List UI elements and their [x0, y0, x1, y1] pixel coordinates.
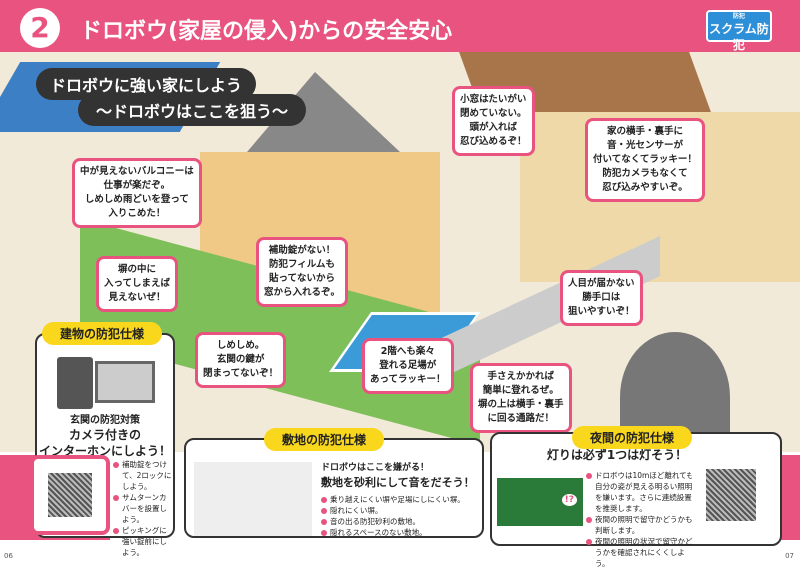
speech-bubble: しめしめ。 玄関の鍵が 閉まってないぞ！: [195, 332, 287, 388]
speech-bubble: 補助錠がない！ 防犯フィルムも 貼ってないから 窓から入れるぞ。: [256, 237, 349, 307]
speech-bubble: 2階へも楽々 登れる足場が あってラッキー！: [362, 338, 454, 394]
section-number: 2: [20, 8, 60, 48]
page-number-right: 07: [785, 552, 794, 560]
building-sub: 玄関の防犯対策: [70, 415, 140, 426]
intercom-icon: [57, 357, 93, 409]
site-tag: 敷地の防犯仕様: [264, 428, 385, 451]
qr-code[interactable]: [692, 455, 770, 535]
monitor-icon: [95, 361, 155, 403]
page-title: ドロボウ(家屋の侵入)からの安全安心: [80, 19, 453, 44]
night-tag: 夜間の防犯仕様: [572, 426, 693, 449]
night-illustration: !?: [497, 478, 583, 526]
speech-bubble: 小窓はたいがい 閉めていない。 頭が入れば 忍び込めるぞ！: [452, 86, 535, 156]
speech-bubble: 塀の中に 入ってしまえば 見えないぜ！: [96, 256, 179, 312]
speech-bubble: 手さえかかれば 簡単に登れるぜ。 塀の上は横手・裏手 に回る通路だ！: [470, 363, 572, 433]
speech-bubble: 人目が届かない 勝手口は 狙いやすいぞ！: [560, 270, 643, 326]
site-security-panel: ドロボウはここを嫌がる！ 敷地を砂利にして音をだそう！ 乗り越えにくい塀や足場に…: [184, 438, 484, 538]
building-headline: カメラ付きの インターホンにしよう！: [38, 428, 171, 458]
speech-bubble: 家の横手・裏手に 音・光センサーが 付いてなくてラッキー！ 防犯カメラもなくて …: [585, 118, 705, 202]
scrum-bouhan-logo: 防犯スクラム防犯: [706, 10, 772, 52]
page-number-left: 06: [4, 552, 13, 560]
speech-bubble: 中が見えないバルコニーは 仕事が楽だぞ。 しめしめ雨どいを登って 入りこめた！: [72, 158, 202, 228]
building-tag: 建物の防犯仕様: [42, 322, 163, 345]
qr-code[interactable]: [30, 455, 110, 535]
gravel-illustration: [194, 462, 312, 536]
banner-subheading: 〜ドロボウはここを狙う〜: [78, 94, 307, 126]
header-bar: 2 ドロボウ(家屋の侵入)からの安全安心 防犯スクラム防犯: [0, 0, 800, 52]
